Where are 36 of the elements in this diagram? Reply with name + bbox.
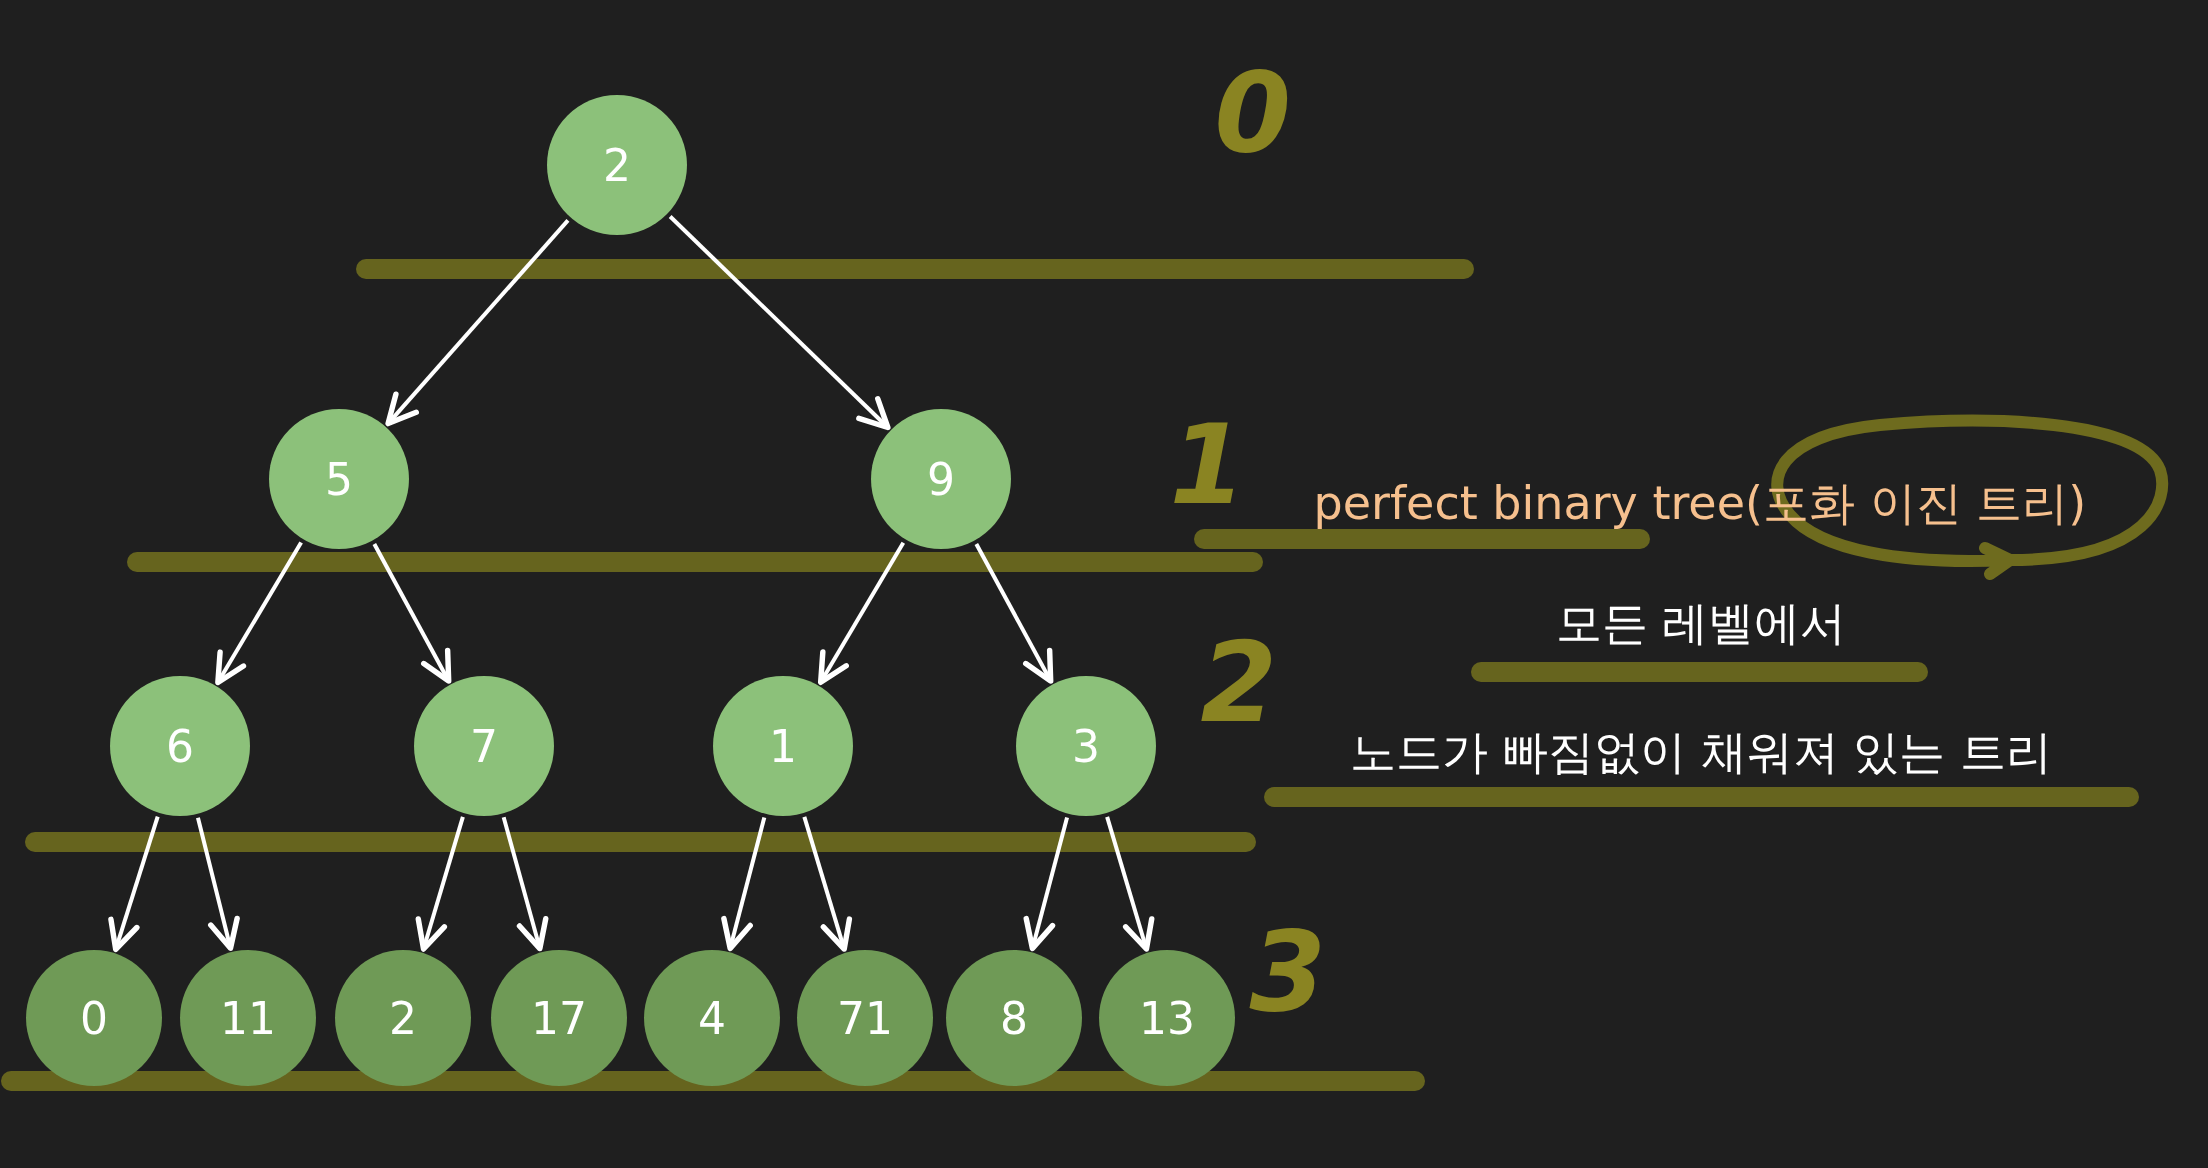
arrow	[196, 817, 240, 951]
arrow	[415, 816, 465, 952]
arrow	[1105, 816, 1155, 952]
level-number: 1	[1169, 401, 1247, 529]
tree-node: 17	[491, 950, 627, 1086]
arrow	[501, 816, 549, 952]
tree-node: 2	[547, 95, 687, 235]
level-number: 2	[1200, 619, 1278, 747]
tree-node: 6	[110, 676, 250, 816]
tree-node: 5	[269, 409, 409, 549]
tree-node: 2	[335, 950, 471, 1086]
tree-node: 4	[644, 950, 780, 1086]
tree-node: 9	[871, 409, 1011, 549]
tree-node: 7	[414, 676, 554, 816]
arrow	[385, 219, 570, 427]
tree-node: 8	[946, 950, 1082, 1086]
description-text: 모든 레벨에서	[1555, 595, 1847, 652]
level-number: 0	[1214, 49, 1292, 177]
arrow	[802, 816, 853, 952]
arrow	[1023, 817, 1069, 952]
arrow	[668, 215, 891, 431]
arrow	[108, 815, 160, 953]
heading-text: perfect binary tree(포화 이진 트리)	[1313, 475, 2087, 532]
tree-node: 3	[1016, 676, 1156, 816]
arrow	[215, 541, 303, 686]
description-text: 노드가 빠짐없이 채워져 있는 트리	[1349, 724, 2052, 781]
tree-node: 13	[1099, 950, 1235, 1086]
tree-node: 71	[797, 950, 933, 1086]
tree-node: 11	[180, 950, 316, 1086]
level-number: 3	[1249, 908, 1327, 1036]
tree-node: 1	[713, 676, 853, 816]
tree-node: 0	[26, 950, 162, 1086]
arrow	[974, 543, 1054, 684]
arrow	[372, 543, 452, 684]
arrow	[817, 541, 906, 686]
arrow	[721, 817, 767, 952]
